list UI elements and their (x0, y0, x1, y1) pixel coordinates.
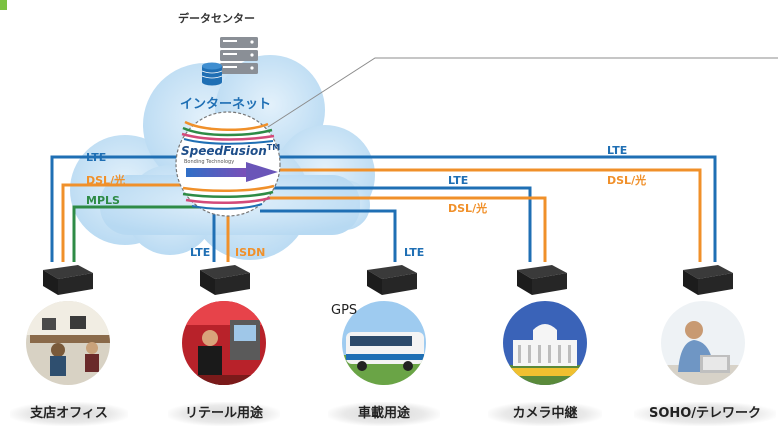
site-label-branch-office: 支店オフィス (10, 402, 128, 426)
database-icon (201, 62, 223, 86)
link-label-retail-lte: LTE (190, 246, 211, 259)
site-label-soho-telework: SOHO/テレワーク (634, 402, 776, 426)
site-label-camera-relay: カメラ中継 (488, 402, 602, 426)
link-label-branch-mpls: MPLS (86, 194, 120, 207)
camera-relay-photo (503, 301, 587, 385)
datacenter-server-icon (220, 37, 258, 74)
link-branch-mpls (72, 205, 225, 262)
corner-accent (0, 0, 7, 10)
link-label-branch-lte: LTE (86, 151, 107, 164)
router-icon (43, 265, 93, 295)
speedfusion-badge (175, 111, 281, 217)
internet-label: インターネット (180, 97, 272, 112)
link-branch-lte (50, 155, 225, 262)
link-soho-dsl (265, 168, 702, 262)
link-label-vehicle-lte: LTE (404, 246, 425, 259)
link-vehicle-lte (260, 209, 397, 262)
link-label-camera-lte: LTE (448, 174, 469, 187)
link-camera-dsl (265, 196, 547, 262)
speedfusion-name: SpeedFusion (181, 144, 267, 158)
link-camera-lte (265, 186, 532, 262)
speedfusion-title: SpeedFusionTM (181, 143, 280, 158)
link-soho-lte (265, 155, 717, 262)
link-label-soho-dsl: DSL/光 (607, 174, 647, 187)
router-icon (367, 265, 417, 295)
link-label-camera-dsl: DSL/光 (448, 202, 488, 215)
link-branch-dsl (61, 183, 225, 262)
router-icon (683, 265, 733, 295)
link-label-branch-dsl: DSL/光 (86, 174, 126, 187)
branch-office-photo (26, 301, 110, 385)
callout-line (267, 57, 778, 128)
site-label-retail: リテール用途 (168, 402, 280, 426)
datacenter-label: データセンター (178, 12, 255, 25)
gps-label: GPS (331, 303, 358, 318)
link-label-soho-lte: LTE (607, 144, 628, 157)
site-label-vehicle: 車載用途 (328, 402, 440, 426)
speedfusion-subtitle: Bonding Technology (184, 159, 235, 165)
retail-photo (182, 301, 266, 385)
router-icon (200, 265, 250, 295)
router-icon (517, 265, 567, 295)
soho-photo (661, 301, 745, 385)
speedfusion-tm: TM (266, 143, 281, 152)
link-label-retail-isdn: ISDN (235, 246, 266, 259)
